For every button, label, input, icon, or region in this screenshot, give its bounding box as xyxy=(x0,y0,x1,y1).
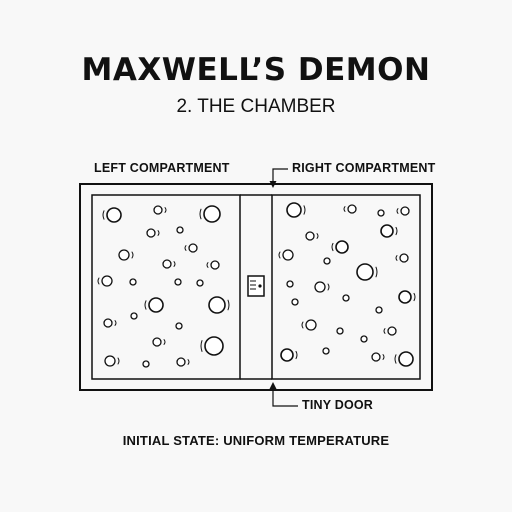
gas-molecule-icon xyxy=(398,351,414,367)
motion-mark xyxy=(316,233,319,239)
motion-mark xyxy=(187,359,190,365)
gas-molecule-icon xyxy=(188,243,198,253)
motion-mark xyxy=(227,299,230,311)
gas-molecule-icon xyxy=(305,319,317,331)
gas-molecule-icon xyxy=(336,327,344,335)
gas-molecule-icon xyxy=(335,240,349,254)
motion-mark xyxy=(343,206,346,212)
motion-mark xyxy=(184,245,187,251)
diagram-title: MAXWELL’S DEMON xyxy=(81,52,431,88)
motion-mark xyxy=(394,354,397,364)
gas-molecule-icon xyxy=(101,275,113,287)
left-compartment-label: LEFT COMPARTMENT xyxy=(94,161,230,175)
right-compartment xyxy=(271,194,421,380)
motion-mark xyxy=(331,242,334,252)
gas-molecule-icon xyxy=(175,322,183,330)
gas-molecule-icon xyxy=(103,318,113,328)
motion-mark xyxy=(173,261,176,267)
gas-molecule-icon xyxy=(118,249,130,261)
gas-molecule-icon xyxy=(371,352,381,362)
gas-molecule-icon xyxy=(360,335,368,343)
motion-mark xyxy=(301,321,304,329)
motion-mark xyxy=(382,354,385,360)
motion-mark xyxy=(395,226,398,236)
right-compartment-label: RIGHT COMPARTMENT xyxy=(292,161,436,175)
gas-molecule-icon xyxy=(210,260,220,270)
gas-molecule-icon xyxy=(142,360,150,368)
motion-mark xyxy=(199,208,202,220)
motion-mark xyxy=(163,339,166,345)
motion-mark xyxy=(102,210,105,220)
gas-molecule-icon xyxy=(377,209,385,217)
gas-molecule-icon xyxy=(174,278,182,286)
gas-molecule-icon xyxy=(280,348,294,362)
gas-molecule-icon xyxy=(146,228,156,238)
gas-molecule-icon xyxy=(347,204,357,214)
gas-molecule-icon xyxy=(380,224,394,238)
gas-molecule-icon xyxy=(314,281,326,293)
gas-molecule-icon xyxy=(152,337,162,347)
motion-mark xyxy=(144,300,147,310)
gas-molecule-icon xyxy=(204,336,224,356)
tiny-door-label: TINY DOOR xyxy=(302,398,374,412)
motion-mark xyxy=(383,328,386,334)
motion-mark xyxy=(395,255,398,261)
gas-molecule-icon xyxy=(203,205,221,223)
gas-molecule-icon xyxy=(129,278,137,286)
gas-molecule-icon xyxy=(375,306,383,314)
motion-mark xyxy=(303,205,306,215)
gas-molecule-icon xyxy=(176,226,184,234)
gas-molecule-icon xyxy=(387,326,397,336)
motion-mark xyxy=(131,251,134,259)
motion-mark xyxy=(295,350,298,360)
motion-mark xyxy=(278,251,281,259)
gas-molecule-icon xyxy=(176,357,186,367)
gas-molecule-icon xyxy=(208,296,226,314)
motion-mark xyxy=(327,283,330,291)
gas-molecule-icon xyxy=(286,280,294,288)
gas-molecule-icon xyxy=(104,355,116,367)
chamber-outer-wall xyxy=(79,183,433,391)
motion-mark xyxy=(396,208,399,214)
gas-molecule-icon xyxy=(399,253,409,263)
right-compartment-arrow-icon xyxy=(269,168,288,188)
gas-molecule-icon xyxy=(342,294,350,302)
gas-molecule-icon xyxy=(130,312,138,320)
gas-molecule-icon xyxy=(106,207,122,223)
gas-molecule-icon xyxy=(291,298,299,306)
gas-molecule-icon xyxy=(305,231,315,241)
motion-mark xyxy=(164,207,167,213)
gas-molecule-icon xyxy=(153,205,163,215)
motion-mark xyxy=(157,230,160,236)
diagram-subtitle: 2. THE CHAMBER xyxy=(176,96,336,117)
motion-mark xyxy=(97,277,100,285)
gas-molecule-icon xyxy=(162,259,172,269)
motion-mark xyxy=(114,320,117,326)
motion-mark xyxy=(375,266,378,278)
gas-molecule-icon xyxy=(196,279,204,287)
left-compartment xyxy=(91,194,241,380)
gas-molecules xyxy=(97,202,416,368)
motion-mark xyxy=(413,292,416,302)
door-icon xyxy=(247,275,265,297)
gas-molecule-icon xyxy=(148,297,164,313)
gas-molecule-icon xyxy=(398,290,412,304)
motion-mark xyxy=(206,262,209,268)
motion-mark xyxy=(200,340,203,352)
state-caption: INITIAL STATE: UNIFORM TEMPERATURE xyxy=(122,433,390,448)
gas-molecule-icon xyxy=(356,263,374,281)
gas-molecule-icon xyxy=(323,257,331,265)
motion-mark xyxy=(117,357,120,365)
gas-molecule-icon xyxy=(322,347,330,355)
gas-molecule-icon xyxy=(400,206,410,216)
gas-molecule-icon xyxy=(286,202,302,218)
gas-molecule-icon xyxy=(282,249,294,261)
tiny-door-arrow-icon xyxy=(269,382,298,407)
